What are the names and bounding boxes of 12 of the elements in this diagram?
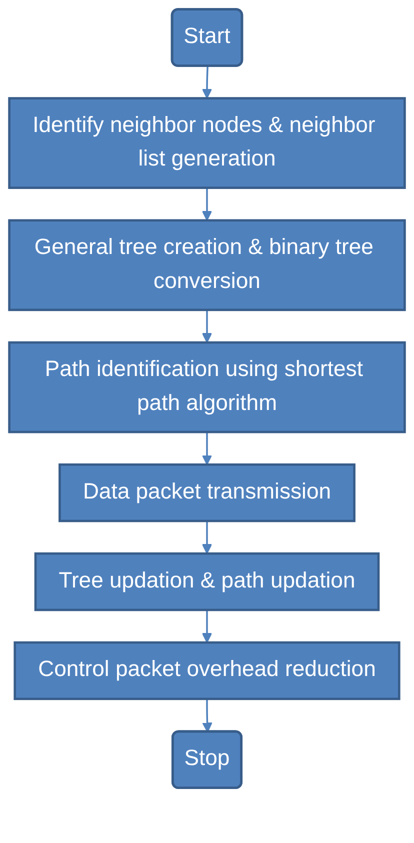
arrow xyxy=(202,310,212,343)
node-box: Identify neighbor nodes & neighbor list generation xyxy=(8,97,406,189)
arrow xyxy=(202,188,212,221)
arrow xyxy=(202,66,212,99)
node-box: Path identification using shortest path algorithm xyxy=(8,341,406,434)
node-box: Data packet transmission xyxy=(58,463,356,522)
arrow xyxy=(202,520,212,554)
node-box: General tree creation & binary tree conversion xyxy=(8,219,406,312)
node-box: Control packet overhead reduction xyxy=(14,641,400,700)
arrow xyxy=(202,432,212,466)
arrow xyxy=(202,610,212,643)
node-box: Tree updation & path updation xyxy=(34,552,380,612)
